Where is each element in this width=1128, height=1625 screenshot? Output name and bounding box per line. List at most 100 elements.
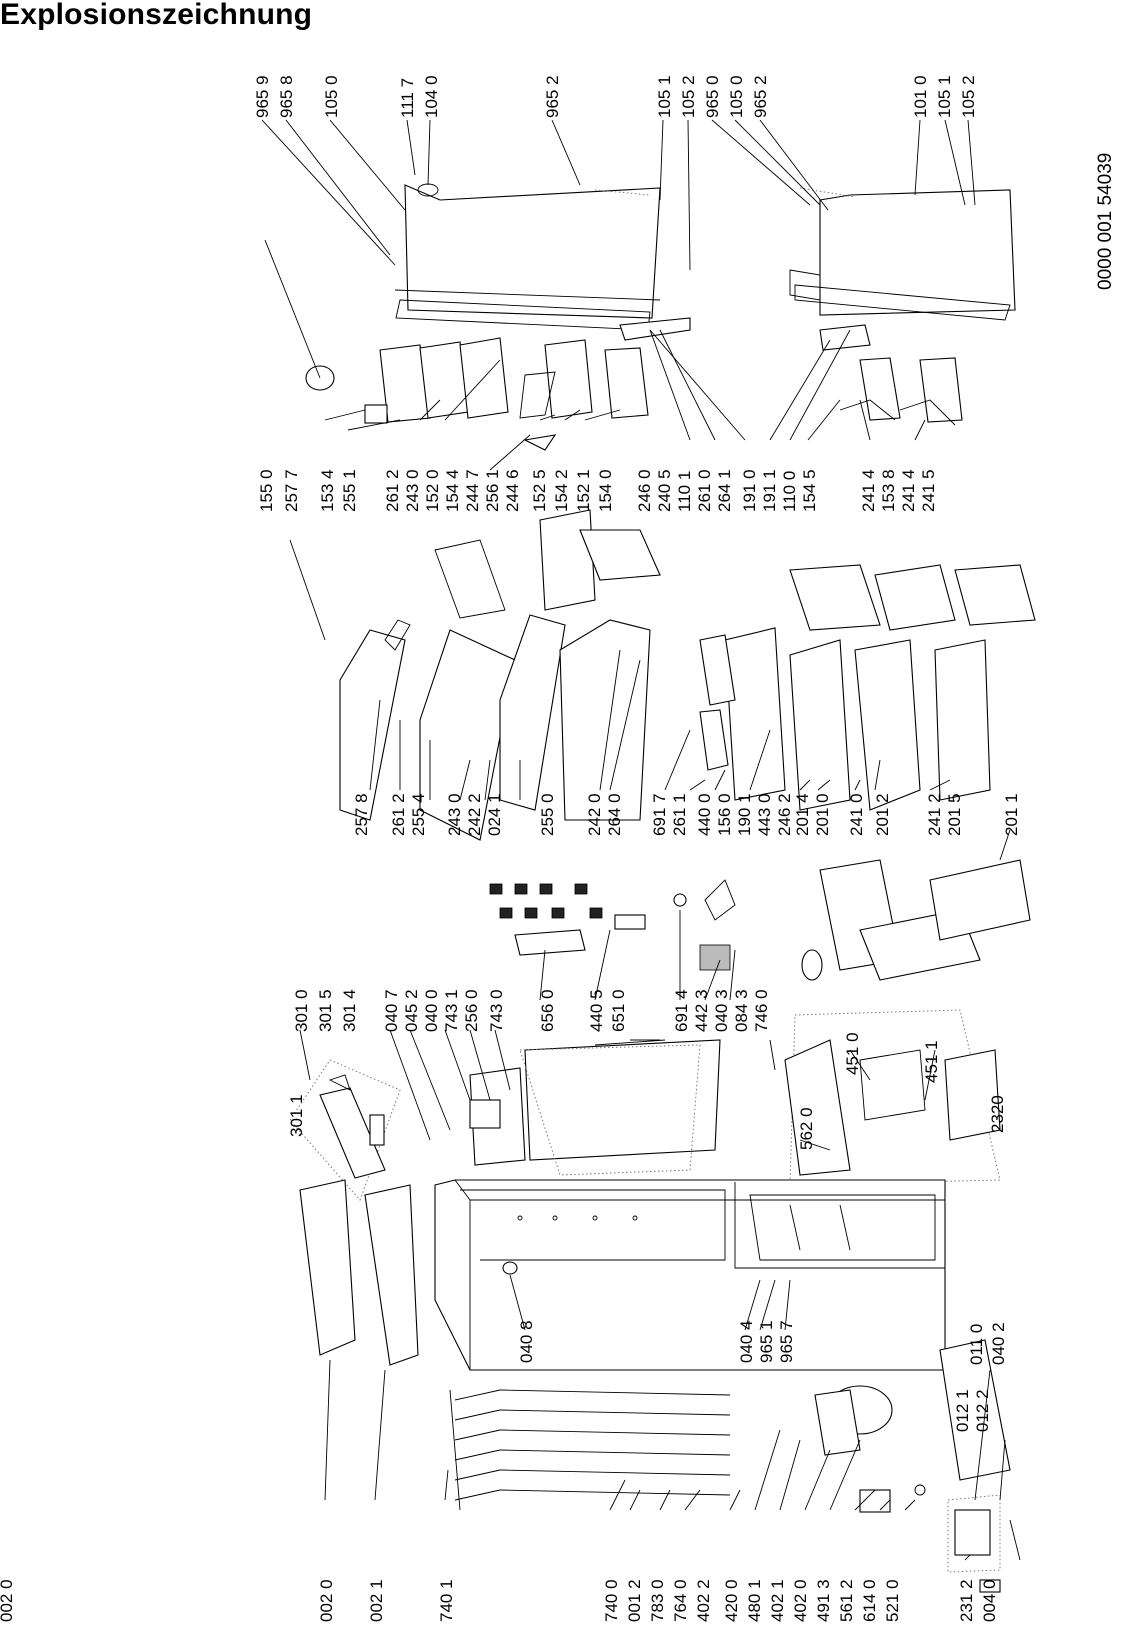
part-label: 965 9: [253, 75, 272, 118]
part-label: 104 0: [422, 75, 441, 118]
part-label: 105 1: [935, 75, 954, 118]
part-label: 110 1: [675, 471, 694, 512]
part-label: 152 0: [423, 469, 442, 512]
part-label: 261 2: [383, 469, 402, 512]
bottom-part-labels: 002 0 002 1 740 1 740 0 001 2 783 0 764 …: [317, 1579, 999, 1622]
part-label: 651 0: [609, 989, 628, 1032]
part-label: 740 1: [437, 1579, 456, 1622]
part-label: 241 4: [859, 469, 878, 512]
part-label: 231 2: [957, 1579, 976, 1622]
part-label: 261 1: [670, 793, 689, 836]
compressor-area: [814, 1339, 1011, 1593]
part-label: 201 0: [813, 793, 832, 836]
part-label: 243 0: [445, 793, 464, 836]
part-label: 154 5: [800, 469, 819, 512]
part-label: 746 0: [752, 989, 771, 1032]
part-label: 004 0: [980, 1579, 999, 1622]
part-label: 012 2: [973, 1389, 992, 1432]
part-label: 440 5: [587, 989, 606, 1032]
part-label: 242 2: [465, 793, 484, 836]
part-label: 040 0: [422, 989, 441, 1032]
part-label: 691 7: [650, 793, 669, 836]
part-label: 965 7: [777, 1320, 796, 1363]
condenser: [449, 1389, 731, 1511]
evaporator: [784, 859, 1031, 1186]
part-label: 110 0: [780, 471, 799, 512]
part-label: 105 2: [959, 75, 978, 118]
part-label: 002 0: [317, 1579, 336, 1622]
part-label: 040 8: [517, 1320, 536, 1363]
part-label: 443 0: [755, 793, 774, 836]
part-label: 257 8: [352, 793, 371, 836]
part-label: 451 0: [843, 1032, 862, 1075]
part-label: 101 0: [911, 75, 930, 118]
part-label: 154 2: [552, 469, 571, 512]
part-label: 783 0: [648, 1579, 667, 1622]
part-label: 241 2: [925, 793, 944, 836]
part-label: 402 1: [768, 1579, 787, 1622]
door-shelves: [305, 317, 963, 451]
part-label: 155 0: [257, 469, 276, 512]
part-label: 105 2: [679, 75, 698, 118]
part-label: 965 1: [757, 1320, 776, 1363]
part-label: 241 4: [899, 469, 918, 512]
part-label: 191 0: [740, 469, 759, 512]
part-label: 190 1: [735, 793, 754, 836]
part-label: 152 5: [530, 469, 549, 512]
part-label: 243 0: [403, 469, 422, 512]
part-label: 965 8: [277, 75, 296, 118]
fridge-door: [394, 184, 661, 331]
part-label: 002 0: [0, 1579, 16, 1622]
seal-ring: [417, 183, 439, 197]
part-label: 191 1: [760, 469, 779, 512]
part-label: 153 4: [318, 469, 337, 512]
part-label: 256 0: [462, 989, 481, 1032]
part-label: 244 7: [463, 469, 482, 512]
part-label: 002 1: [367, 1579, 386, 1622]
part-label: 691 4: [672, 989, 691, 1032]
part-label: 301 4: [340, 989, 359, 1032]
page-title: Explosionszeichnung: [0, 0, 313, 31]
part-label: 246 2: [775, 793, 794, 836]
part-label: 201 1: [1002, 793, 1021, 836]
part-label: 255 4: [409, 793, 428, 836]
part-label: 521 0: [883, 1579, 902, 1622]
part-label: 040 4: [737, 1320, 756, 1363]
part-label: 154 4: [443, 469, 462, 512]
drawing-number: 0000 001 54039: [1095, 153, 1116, 290]
part-label: 442 3: [692, 989, 711, 1032]
part-labels: 965 9 965 8 105 0 111 7 104 0 965 2 105 …: [0, 75, 1021, 1622]
part-label: 264 1: [715, 469, 734, 512]
part-label: 301 0: [292, 989, 311, 1032]
part-label: 012 1: [953, 1389, 972, 1432]
part-label: 105 1: [655, 75, 674, 118]
part-label: 241 0: [847, 793, 866, 836]
leader-lines: [261, 119, 1021, 1561]
part-label: 201 5: [945, 793, 964, 836]
part-label: 451 1: [922, 1040, 941, 1083]
part-label: 301 1: [287, 1094, 306, 1137]
part-label: 261 0: [695, 469, 714, 512]
part-label: 240 5: [655, 469, 674, 512]
part-label: 040 3: [712, 989, 731, 1032]
part-label: 201 2: [873, 793, 892, 836]
part-label: 562 0: [797, 1107, 816, 1150]
part-label: 420 0: [722, 1579, 741, 1622]
shelves-drawers: [339, 509, 1036, 841]
part-label: 201 4: [793, 793, 812, 836]
part-label: 040 2: [989, 1322, 1008, 1365]
part-label: 965 2: [543, 75, 562, 118]
part-label: 156 0: [715, 793, 734, 836]
part-label: 965 2: [751, 75, 770, 118]
part-label: 743 0: [487, 989, 506, 1032]
part-label: 154 0: [596, 469, 615, 512]
part-label: 491 3: [814, 1579, 833, 1622]
part-label: 764 0: [671, 1579, 690, 1622]
top-covers: [299, 1179, 419, 1366]
part-label: 264 0: [605, 793, 624, 836]
part-label: 255 1: [340, 469, 359, 512]
cabinet: [434, 1179, 946, 1371]
part-label: 255 0: [538, 793, 557, 836]
part-label: 011 0: [967, 1324, 986, 1365]
part-label: 440 0: [695, 793, 714, 836]
